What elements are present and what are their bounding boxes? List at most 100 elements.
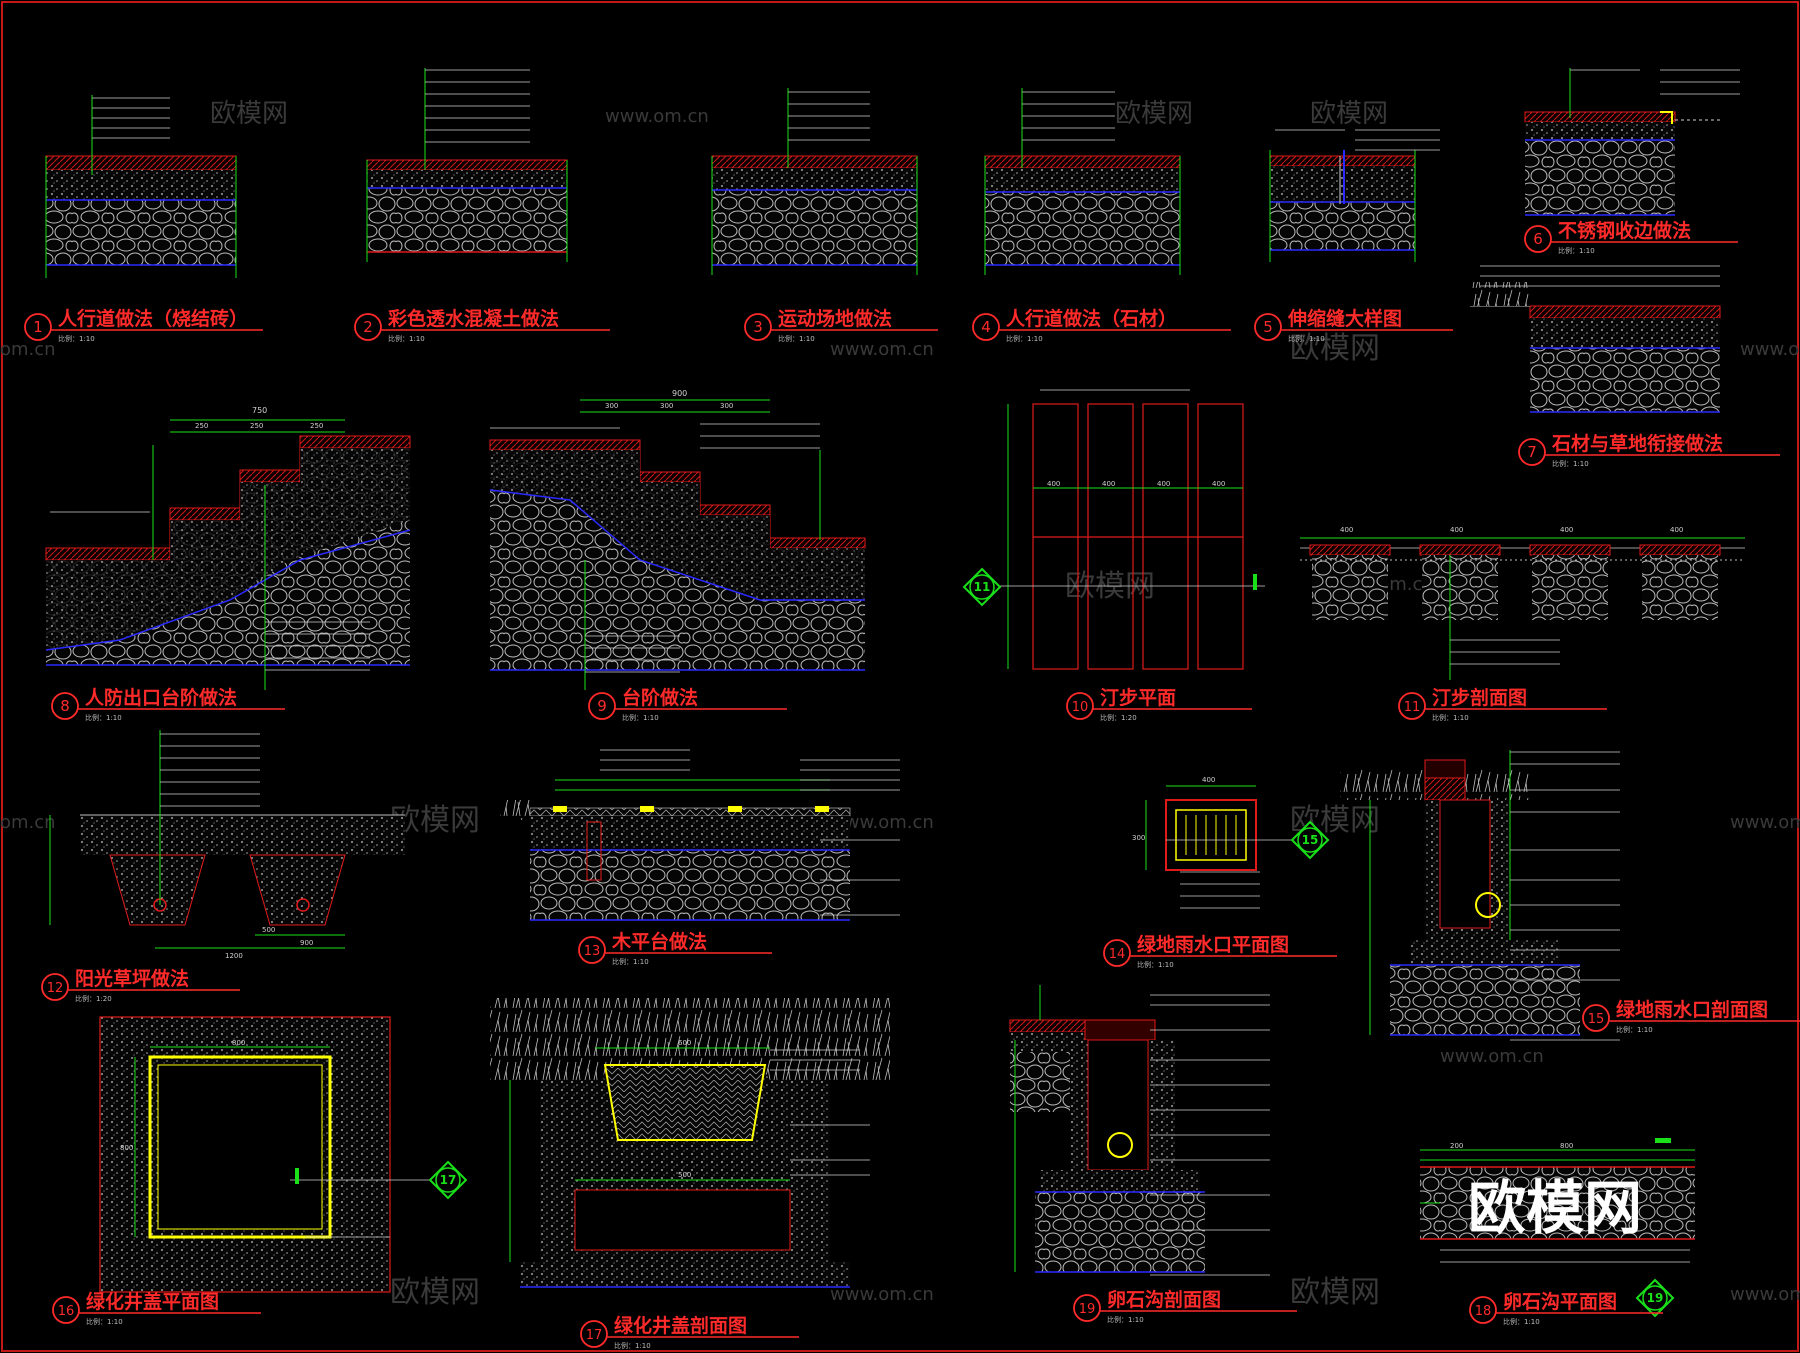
- detail-title-text: 石材与草地衔接做法: [1551, 432, 1723, 455]
- detail-2-section: [366, 68, 568, 262]
- section-mark-11[interactable]: 11: [962, 567, 1002, 607]
- detail-title-text: 阳光草坪做法: [75, 967, 189, 990]
- detail-scale-text: 比例：1:10: [1552, 459, 1589, 468]
- detail-number-circle: [1066, 692, 1094, 720]
- dimension-text: 300: [720, 402, 733, 410]
- watermark-brand: 欧模网: [210, 99, 288, 129]
- detail-number-circle: [51, 692, 79, 720]
- detail-scale-text: 比例：1:10: [1137, 960, 1174, 969]
- detail-title-text: 卵石沟平面图: [1503, 1290, 1617, 1313]
- detail-3-section: [711, 88, 918, 275]
- watermark-brand: 欧模网: [1290, 1275, 1380, 1310]
- watermark-url: om.cn: [0, 812, 56, 833]
- detail-scale-text: 比例：1:10: [58, 334, 95, 343]
- detail-scale-text: 比例：1:10: [1288, 334, 1325, 343]
- dimension-text: 300: [660, 402, 673, 410]
- detail-number: 4: [981, 318, 991, 336]
- dimension-text: 200: [1450, 1142, 1463, 1150]
- section-mark-19[interactable]: 19: [1635, 1278, 1675, 1318]
- dimension-text: 800: [120, 1144, 133, 1152]
- detail-number-circle: [52, 1296, 80, 1324]
- detail-8-stair-section: 750 250 250 250: [45, 406, 411, 690]
- detail-scale-text: 比例：1:10: [622, 713, 659, 722]
- dimension-text: 400: [1670, 526, 1683, 534]
- dimension-text: 250: [195, 422, 208, 430]
- detail-scale-text: 比例：1:10: [1432, 713, 1469, 722]
- section-mark-17[interactable]: 17: [428, 1160, 468, 1200]
- detail-scale-text: 比例：1:20: [75, 994, 112, 1003]
- detail-number-circle: [354, 313, 382, 341]
- detail-title-text: 汀步平面: [1100, 687, 1176, 709]
- watermark-brand: 欧模网: [1310, 99, 1388, 129]
- detail-9-stair-section: 300 300 300 900: [489, 389, 866, 690]
- dimension-text: 400: [1202, 776, 1215, 784]
- detail-7-section: [1470, 265, 1721, 413]
- dimension-text: 500: [262, 926, 275, 934]
- detail-scale-text: 比例：1:10: [1107, 1315, 1144, 1324]
- detail-number: 11: [1404, 700, 1421, 715]
- dimension-text: 400: [1340, 526, 1353, 534]
- detail-scale-text: 比例：1:10: [388, 334, 425, 343]
- detail-12-lawn-section: 500 900 1200: [49, 730, 405, 960]
- detail-number-circle: [580, 1320, 608, 1348]
- detail-1-section: [45, 95, 237, 278]
- detail-number: 3: [753, 318, 763, 336]
- dimension-text: 250: [250, 422, 263, 430]
- detail-scale-text: 比例：1:10: [612, 957, 649, 966]
- detail-number: 2: [363, 318, 373, 336]
- detail-number: 15: [1588, 1012, 1605, 1027]
- dimension-text: 900: [672, 389, 687, 398]
- detail-number: 13: [584, 944, 601, 959]
- detail-title-text: 不锈钢收边做法: [1558, 219, 1691, 242]
- detail-number: 16: [58, 1304, 75, 1319]
- watermark-url: www.om.cn: [1730, 812, 1800, 833]
- detail-11-paver-section: 400 400 400 400: [1300, 526, 1745, 680]
- detail-title-text: 人行道做法（石材）: [1006, 307, 1177, 330]
- detail-17-well-section: 600 500: [490, 998, 890, 1288]
- detail-number-circle: [1524, 225, 1552, 253]
- section-mark-15[interactable]: 15: [1290, 820, 1330, 860]
- detail-title-text: 人防出口台阶做法: [85, 686, 237, 709]
- detail-title-text: 绿化井盖平面图: [86, 1290, 219, 1313]
- detail-number-circle: [972, 313, 1000, 341]
- detail-5-section: [1269, 129, 1440, 262]
- detail-number: 5: [1263, 318, 1273, 336]
- dimension-text: 500: [678, 1171, 691, 1179]
- detail-number: 18: [1475, 1304, 1492, 1319]
- detail-number: 8: [60, 697, 70, 715]
- detail-16-well-plan: 800 800: [99, 1016, 430, 1293]
- detail-number: 10: [1072, 700, 1089, 715]
- detail-title-text: 绿化井盖剖面图: [614, 1314, 747, 1337]
- detail-18-ditch-plan: 欧模网 200 800: [1420, 1138, 1695, 1263]
- detail-number: 1: [33, 318, 43, 336]
- dimension-text: 900: [300, 939, 313, 947]
- section-mark-label: 17: [440, 1173, 457, 1187]
- detail-number-circle: [588, 692, 616, 720]
- watermark-url: www.om.cn: [1740, 339, 1800, 360]
- watermark-url: www.om.cn: [605, 106, 709, 127]
- watermark-url: www.om.cn: [830, 812, 934, 833]
- detail-scale-text: 比例：1:10: [778, 334, 815, 343]
- dimension-text: 300: [605, 402, 618, 410]
- dimension-text: 300: [1132, 834, 1145, 842]
- watermark-brand: 欧模网: [390, 1275, 480, 1310]
- detail-number-circle: [578, 936, 606, 964]
- detail-number-circle: [24, 313, 52, 341]
- detail-title-text: 卵石沟剖面图: [1107, 1288, 1221, 1311]
- detail-title-text: 彩色透水混凝土做法: [387, 307, 559, 330]
- detail-scale-text: 比例：1:10: [1503, 1317, 1540, 1326]
